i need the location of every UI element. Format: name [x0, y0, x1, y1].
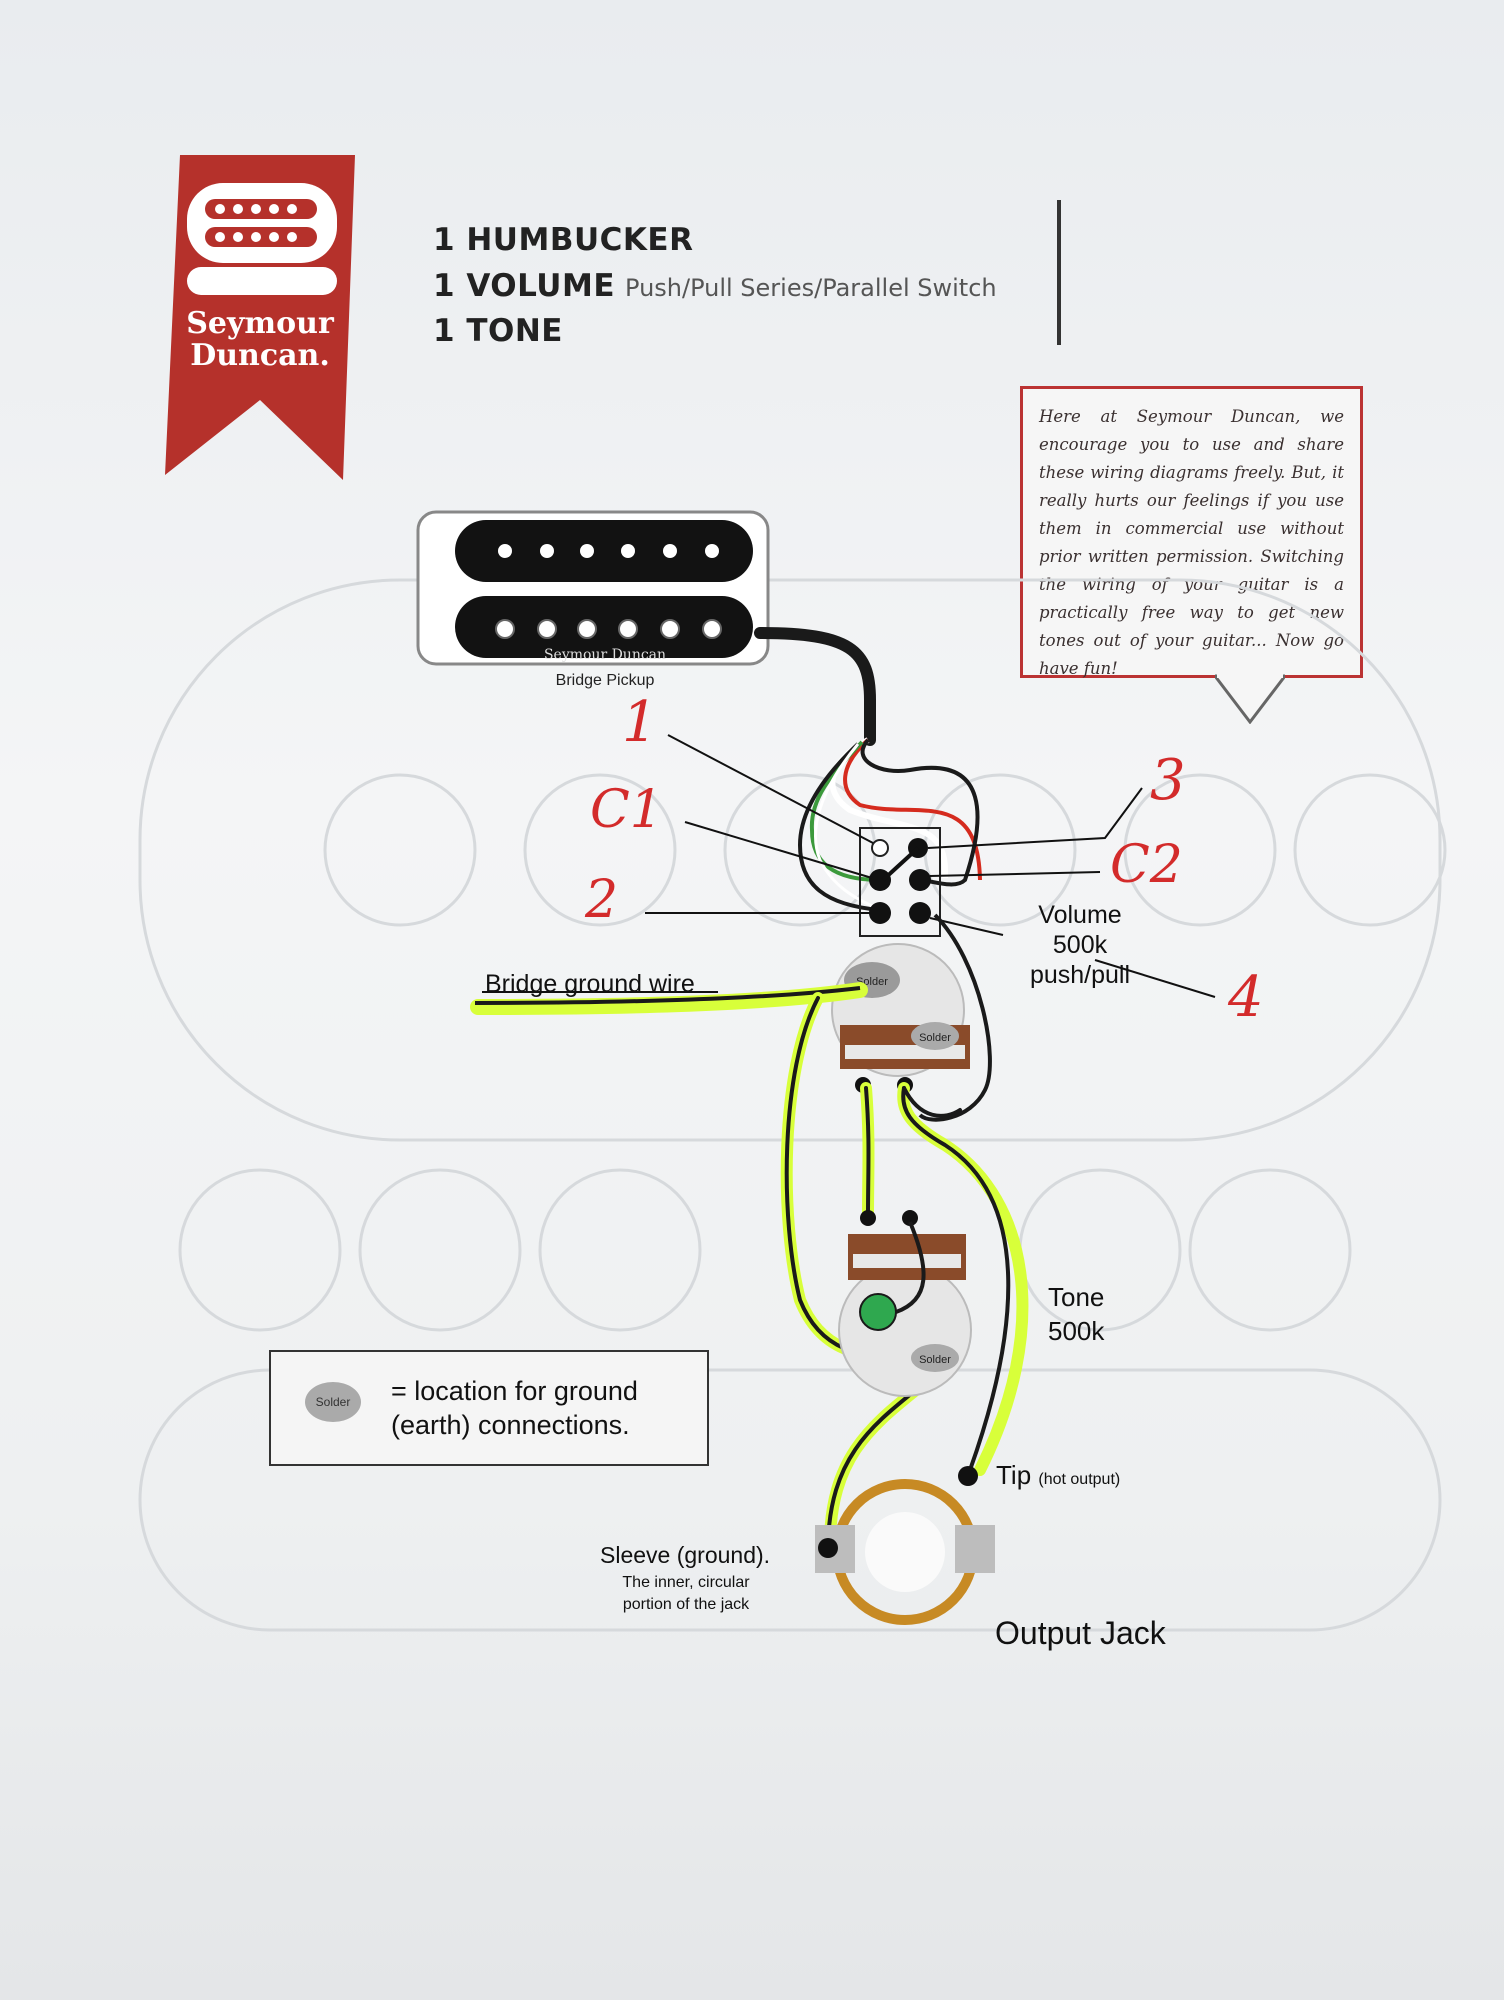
humbucker-pickup: Seymour Duncan — [416, 510, 770, 666]
logo-line1: Seymour — [186, 306, 335, 341]
seymour-duncan-logo: Seymour Duncan. — [165, 155, 355, 480]
annotation-2: 2 — [585, 870, 619, 930]
logo-line2: Duncan. — [190, 338, 330, 373]
volume-solder-label-2: Solder — [919, 1032, 951, 1044]
header-divider — [1057, 200, 1061, 345]
sleeve-label: Sleeve (ground). — [600, 1542, 771, 1568]
solder-blob-icon: Solder — [305, 1382, 361, 1422]
legend-text: = location for ground (earth) connection… — [391, 1376, 638, 1440]
title-volume-sub: Push/Pull Series/Parallel Switch — [625, 274, 997, 302]
tone-label-line1: Tone — [1048, 1282, 1105, 1312]
tip-sub-label: (hot output) — [1038, 1471, 1121, 1488]
tip-label: Tip (hot output) — [996, 1460, 1121, 1490]
output-jack-label: Output Jack — [995, 1615, 1166, 1651]
tone-solder-label: Solder — [919, 1354, 951, 1366]
switch-lugs — [869, 838, 931, 924]
ground-legend: Solder = location for ground (earth) con… — [269, 1350, 709, 1466]
title-humbucker: 1 HUMBUCKER — [433, 222, 694, 258]
usage-notice: Here at Seymour Duncan, we encourage you… — [1020, 386, 1363, 678]
title-tone: 1 TONE — [433, 313, 563, 349]
volume-label: Volume 500k push/pull — [1000, 900, 1160, 990]
annotation-c2: C2 — [1110, 835, 1183, 895]
pickup-brand: Seymour Duncan — [544, 647, 666, 663]
volume-label-line3: push/pull — [1029, 961, 1131, 989]
annotation-c1: C1 — [590, 780, 663, 840]
pickup-label: Bridge Pickup — [556, 672, 655, 689]
sleeve-sub-line2: portion of the jack — [622, 1596, 750, 1613]
annotation-1: 1 — [622, 690, 658, 755]
sleeve-sub-line1: The inner, circular — [622, 1574, 750, 1591]
bridge-ground-label: Bridge ground wire — [485, 970, 695, 998]
sleeve-sub-label: The inner, circular portion of the jack — [600, 1572, 772, 1616]
tone-label-line2: 500k — [1048, 1316, 1105, 1346]
notice-tail — [1215, 674, 1285, 724]
tone-label: Tone 500k — [1048, 1280, 1104, 1348]
volume-label-line2: 500k — [1052, 931, 1108, 959]
annotation-3: 3 — [1150, 748, 1186, 813]
volume-label-line1: Volume — [1038, 901, 1122, 929]
annotation-4: 4 — [1228, 965, 1264, 1030]
